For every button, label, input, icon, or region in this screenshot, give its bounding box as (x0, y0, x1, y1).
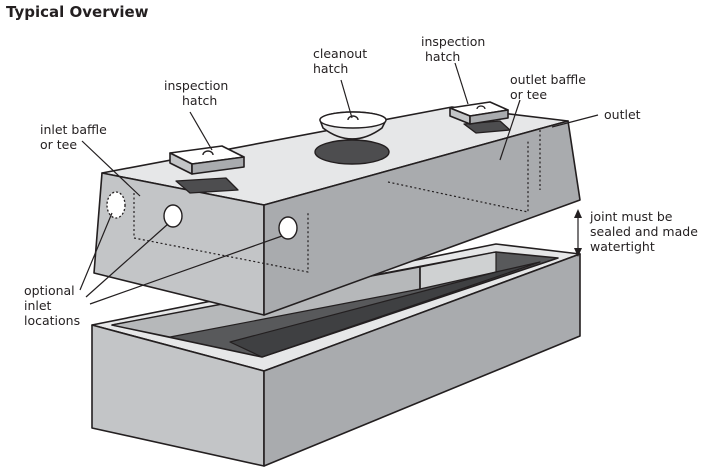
label-line: or tee (40, 137, 78, 152)
label-joint: joint must be sealed and made watertight (590, 209, 698, 254)
base-inner-floor (229, 261, 541, 358)
left-hatch-handle (202, 150, 214, 156)
inlet-baffle-dotted (133, 193, 309, 273)
label-line: inspection (164, 78, 229, 93)
leader-inlet-1 (79, 212, 113, 291)
inlet-hole-side (278, 216, 298, 240)
leader-inlet-baffle (81, 140, 141, 197)
inlet-hole-front (163, 204, 183, 228)
label-line: joint must be (590, 209, 673, 224)
cleanout-handle (347, 115, 359, 121)
leader-inlet-3 (89, 235, 283, 305)
label-outlet-baffle: outlet baffle or tee (510, 72, 586, 102)
leader-inspection-left (189, 111, 213, 151)
cleanout-opening (314, 139, 390, 165)
label-cleanout-hatch: cleanout hatch (313, 46, 367, 76)
right-hatch-handle (476, 105, 486, 110)
lid-side-face (263, 120, 581, 316)
leader-inlet-2 (85, 223, 169, 298)
label-line: optional (24, 283, 75, 298)
tank-base (91, 243, 581, 467)
label-line: sealed and made (590, 224, 698, 239)
label-line: outlet baffle (510, 72, 586, 87)
base-side-face (263, 253, 581, 467)
label-inspection-hatch-right: inspection hatch (421, 34, 485, 64)
label-line: inspection (421, 34, 486, 49)
left-hatch-lid-side (191, 156, 245, 175)
diagram-title: Typical Overview (6, 3, 149, 21)
left-hatch-opening (175, 177, 239, 194)
label-line: watertight (590, 239, 655, 254)
leader-outlet (551, 114, 599, 128)
label-line: locations (24, 313, 81, 328)
label-line: hatch (182, 93, 218, 108)
tank-lid (93, 101, 581, 316)
label-line: hatch (313, 61, 349, 76)
right-hatch-lid-side (469, 109, 509, 125)
joint-arrow (574, 209, 582, 257)
label-line: inlet baffle (40, 122, 107, 137)
label-line: hatch (425, 49, 461, 64)
leader-lines (79, 62, 599, 305)
cleanout-bowl-rim (319, 111, 387, 129)
leader-inspection-right (454, 62, 469, 105)
label-inspection-hatch-left: inspection hatch (164, 78, 228, 108)
leader-cleanout (340, 79, 353, 119)
inlet-hole-end (106, 191, 126, 219)
label-line: inlet (24, 298, 52, 313)
label-line: or tee (510, 87, 548, 102)
label-outlet: outlet (604, 107, 641, 122)
label-inlet-baffle: inlet baffle or tee (40, 122, 107, 152)
label-optional-inlet: optional inlet locations (24, 283, 80, 328)
label-line: cleanout (313, 46, 368, 61)
leader-outlet-baffle (499, 99, 521, 161)
